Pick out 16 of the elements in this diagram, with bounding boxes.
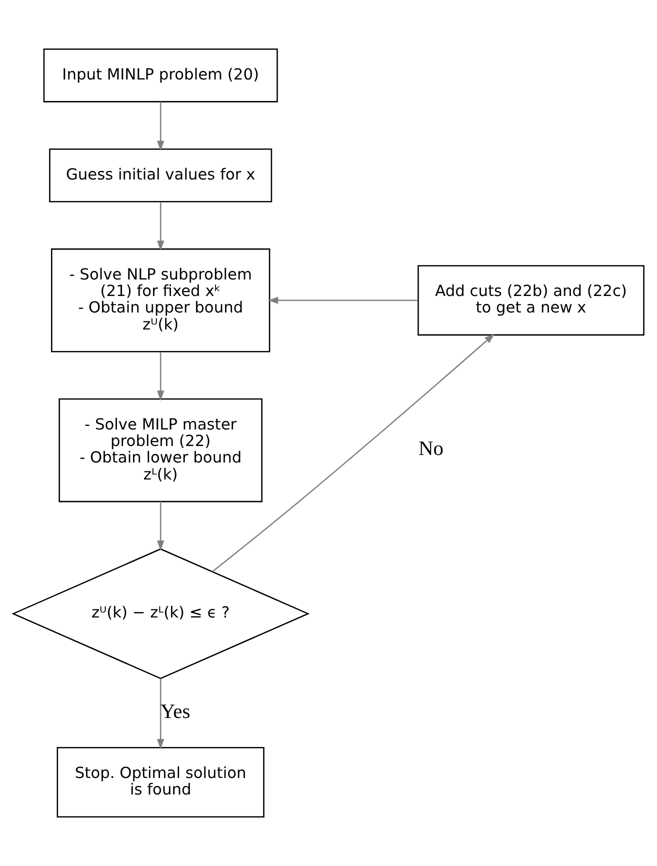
arrow xyxy=(157,102,164,152)
arrow xyxy=(268,296,418,304)
arrow xyxy=(157,352,164,401)
edge-label: No xyxy=(418,438,444,460)
arrow xyxy=(212,334,495,572)
node-box: - Solve MILP master problem (22) - Obtain lower bound zᴸ(k) xyxy=(58,398,262,502)
edge-label: Yes xyxy=(160,700,190,723)
arrow xyxy=(157,502,164,551)
node-box: - Solve NLP subproblem (21) for fixed xᵏ - Obtain upper bound zᵁ(k) xyxy=(51,248,270,352)
arrow xyxy=(157,202,164,251)
arrow xyxy=(157,678,164,750)
node-box: Add cuts (22b) and (22c) to get a new x xyxy=(418,265,644,336)
node-diamond: zᵁ(k) − zᴸ(k) ≤ ϵ ? xyxy=(12,548,310,680)
node-box: Input MINLP problem (20) xyxy=(43,48,278,102)
node-box: Stop. Optimal solution is found xyxy=(56,747,264,818)
node-box: Guess initial values for x xyxy=(49,148,272,202)
